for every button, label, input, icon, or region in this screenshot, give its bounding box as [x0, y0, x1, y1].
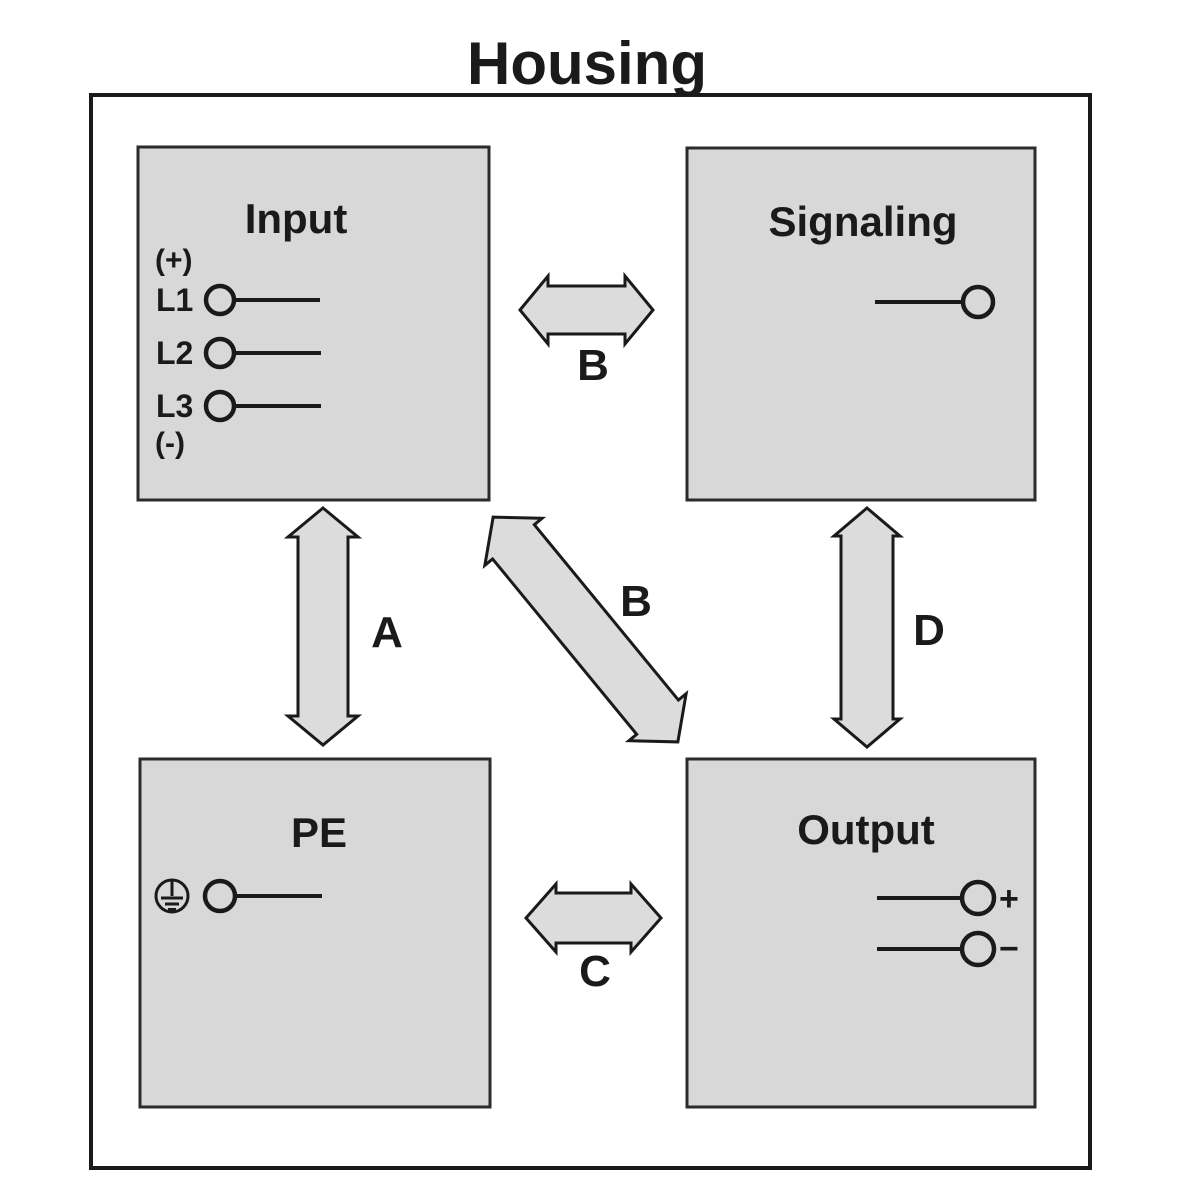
- block-signaling-rect: [685, 146, 1037, 502]
- block-signaling: Signaling: [685, 146, 1037, 502]
- block-signaling-title: Signaling: [769, 198, 958, 245]
- output-terminal-plus-circle: [959, 879, 997, 917]
- arrow-b-diagonal-label: B: [620, 577, 652, 626]
- arrow-d-label: D: [913, 606, 945, 655]
- input-terminal-l3-circle: [203, 389, 237, 423]
- pe-terminal-circle: [202, 878, 238, 914]
- block-pe-title: PE: [291, 809, 347, 856]
- arrow-b-diagonal: [482, 515, 689, 744]
- input-terminal-l1-label: L1: [156, 282, 193, 318]
- diagram-title: Housing: [467, 30, 707, 97]
- block-input-title: Input: [245, 195, 348, 242]
- input-polarity-minus-label: (-): [155, 427, 185, 460]
- input-terminal-l2-label: L2: [156, 335, 193, 371]
- arrows-layer: A B B C D: [283, 271, 945, 996]
- block-pe: PE: [138, 757, 492, 1109]
- arrow-c-label: C: [579, 947, 611, 996]
- protective-earth-icon: [154, 878, 190, 914]
- signaling-terminal-circle: [960, 284, 996, 320]
- arrow-a-label: A: [371, 608, 403, 657]
- output-terminal-minus-circle: [959, 930, 997, 968]
- block-input: Input (+) L1 L2 L3 (-): [136, 145, 491, 502]
- output-terminal-plus-label: +: [999, 880, 1019, 918]
- block-output: Output + −: [685, 757, 1037, 1109]
- block-pe-rect: [138, 757, 492, 1109]
- input-terminal-l3-label: L3: [156, 388, 193, 424]
- block-output-title: Output: [797, 806, 935, 853]
- output-terminal-minus-label: −: [999, 930, 1019, 968]
- arrow-c: [523, 880, 664, 956]
- block-input-rect: [136, 145, 491, 502]
- protective-earth-icon-circle: [154, 878, 190, 914]
- housing-outline: [89, 93, 1092, 1170]
- input-terminal-l1-circle: [203, 283, 237, 317]
- arrow-b-horizontal-label: B: [577, 341, 609, 390]
- arrow-b-horizontal: [518, 271, 655, 349]
- arrow-d: [829, 506, 905, 749]
- arrow-a: [283, 506, 363, 747]
- input-polarity-plus-label: (+): [155, 244, 193, 277]
- input-terminal-l2-circle: [203, 336, 237, 370]
